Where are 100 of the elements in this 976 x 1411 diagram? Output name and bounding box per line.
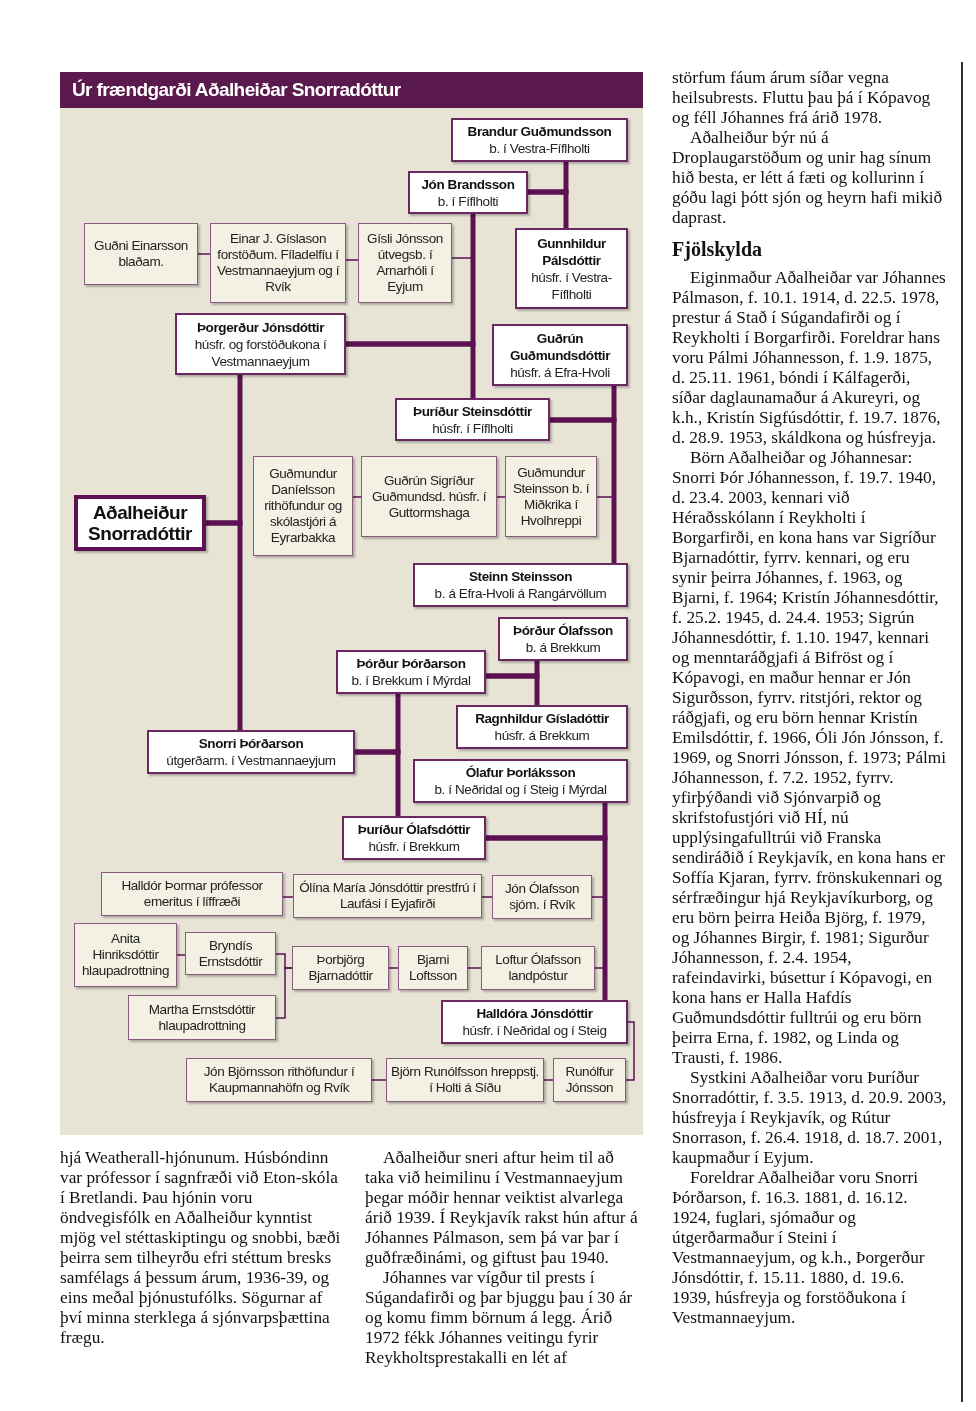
person-box	[413, 759, 628, 803]
person-description: b. í Fíflholti	[437, 192, 499, 210]
body-paragraph: Systkini Aðalheiðar voru Þuríður Snorradóttir, f. 3.5. 1913, d. 20.9. 2003, húsfreyja í Reykjavík, og Rútur Snorrason, f. 26.4. 1918, d. 18.7. 2001, kaupmaður í Eyjum.	[672, 1068, 947, 1168]
person-name: Þórður Ólafsson	[513, 622, 613, 639]
person-description: húsfr. í Neðridal og í Steig	[462, 1022, 607, 1039]
family-line	[346, 341, 476, 398]
relative-box	[361, 456, 497, 537]
family-line	[528, 189, 569, 228]
relative-description: Anita Hinriksdóttir hlaupadrottning	[80, 931, 171, 979]
connector-line	[594, 802, 606, 969]
person-name: Guðrún Guðmundsdóttir	[508, 329, 612, 364]
body-paragraph: Eiginmaður Aðalheiðar var Jóhannes Pálmason, f. 10.1. 1914, d. 22.5. 1978, prestur á Stað í Súgandafirði og í Reykholti í Borgarfirði. Foreldrar hans voru Pálmi Jóhannesson, f. 1.9. 1875, d. 25.11. 1961, bóndi í Kálfagerði, síðar daglaunamaður á Akureyri, og k.h., Kristín Sigfúsdóttir, f. 19.7. 1876, d. 28.9. 1953, skáldkona og húsfreyja.	[672, 268, 947, 448]
family-line	[486, 835, 608, 1000]
connector-line	[496, 496, 506, 498]
person-description: húsfr. í Brekkum	[368, 838, 460, 855]
person-name: Ragnhildur Gísladóttir	[475, 710, 609, 727]
body-paragraph: Aðalheiður sneri aftur heim til að taka við heimilinu í Vestmannaeyjum þegar móðir hennar veiktist alvarlega árið 1939. Í Reykjavík rakst hún aftur á Jóhannes Pálmason, sem þá var þar í guðfræðinámi, og giftust þau 1940.	[365, 1148, 639, 1268]
connector-line	[543, 1079, 554, 1081]
person-name: Gunnhildur Pálsdóttir	[536, 234, 607, 269]
relative-box	[481, 946, 595, 990]
relative-box	[293, 874, 482, 918]
connector-line	[481, 896, 493, 898]
person-description: b. í Brekkum í Mýrdal	[351, 672, 471, 689]
connector-line	[467, 967, 482, 969]
connector-line	[388, 967, 399, 969]
relative-description: Guðrún Sigríður Guðmundsd. húsfr. í Guttormshaga	[371, 472, 488, 521]
connector-line	[275, 967, 293, 1019]
relative-description: Guðmundur Daníelsson rithöfundur og skólastjóri á Eyrarbakka	[263, 466, 343, 546]
relative-description: Björn Runólfsson hreppstj. í Holti á Síðu	[390, 1064, 540, 1096]
relative-description: Ólína María Jónsdóttir prestfrú í Laufási í Eyjafirði	[298, 880, 477, 912]
person-name: Halldóra Jónsdóttir	[476, 1005, 593, 1022]
person-box	[175, 313, 346, 375]
relative-description: Guðmundur Steinsson b. í Miðkrika í Hvolhreppi	[511, 464, 591, 529]
family-line	[486, 673, 540, 705]
relative-box	[186, 1058, 372, 1102]
relative-description: Martha Ernstsdóttir hlaupadrottning	[147, 1001, 257, 1034]
relative-box	[398, 946, 468, 990]
relative-description: Gísli Jónsson útvegsb. í Arnarhóli í Eyjum	[366, 231, 444, 295]
person-description: húsfr. í Vestra-Fíflholti	[530, 268, 613, 303]
family-line	[355, 749, 401, 816]
person-box	[395, 398, 550, 441]
relative-box	[253, 456, 353, 556]
person-box	[408, 171, 528, 214]
body-paragraph: störfum fáum árum síðar vegna heilsubrests. Fluttu þau þá í Kópavog og féll Jóhannes frá árið 1978.	[672, 68, 932, 128]
person-description: b. í Neðridal og í Steig í Mýrdal	[434, 781, 607, 798]
person-box	[441, 1000, 628, 1044]
person-description: b. á Brekkum	[525, 639, 601, 656]
person-box	[413, 563, 628, 607]
relative-description: Bryndís Ernstsdóttir	[197, 937, 264, 970]
relative-box	[185, 932, 276, 975]
relative-description: Einar J. Gíslason forstöðum. Fíladelfíu í Vestmannaeyjum og í Rvík	[215, 231, 341, 295]
family-line	[206, 520, 243, 730]
person-box	[515, 228, 628, 309]
connector-line	[371, 1079, 387, 1081]
relative-description: Jón Ólafsson sjóm. í Rvík	[504, 881, 580, 913]
person-description: húsfr. á Brekkum	[494, 727, 590, 744]
person-name: Jón Brandsson	[421, 175, 515, 193]
person-box	[492, 324, 628, 386]
person-name: Steinn Steinsson	[468, 568, 573, 585]
relative-description: Guðni Einarsson blaðam.	[93, 238, 189, 270]
connector-line	[352, 496, 362, 498]
connector-line	[176, 954, 186, 956]
person-box	[498, 617, 628, 661]
relative-box	[74, 923, 177, 987]
relative-box	[128, 995, 276, 1040]
connector-line	[345, 259, 359, 261]
section-heading: Fjölskylda	[672, 238, 764, 260]
person-name: Þuríður Ólafsdóttir	[357, 821, 471, 838]
body-paragraph: Börn Aðalheiðar og Jóhannesar: Snorri Þór Jóhannesson, f. 19.7. 1940, d. 23.4. 2003, kennari við Héraðsskólann í Reykholti í Borgarfirði, en kona hans var Sigríður Bjarnadóttir, fyrrv. kennari, og eru synir þeirra Jóhannes, f. 1963, og Bjarni, f. 1964; Kristín Jóhannesdóttir, f. 25.2. 1945, d. 24.4. 1953; Sigrún Jóhannesdóttir, f. 1.10. 1947, kennari og menntaráðgjafi á Bifröst og í Kópavogi, en maður hennar er Jón Sigurðsson, fyrrv. ritstjóri, rektor og ráðgjafi, og eru börn hennar Kristín Emilsdóttir, f. 1966, Óli Jón Jónsson, f. 1969, og Snorri Jónsson, f. 1973; Pálmi Jóhannesson, f. 7.2. 1952, fyrrv. yfirþýðandi við Sjónvarpið og skrifstofustjóri við HÍ, nú upplýsingafulltrúi við Franska sendiráðið í Reykjavík, en kona hans er Soffía Kjaran, fyrrv. frönskukennari og sérfræðingur hjá Reykjavíkurborg, og eru börn þeirra Heiða Björg, f. 1979, og Jóhannes Birgir, f. 1981; Sigurður Jóhannesson, f. 2.4. 1954, rafeindavirki, búsettur í Kópavogi, en kona hans er Halla Hafdís Guðmundsdóttir fulltrúi og eru börn þeirra Erna, f. 1982, og Linda og Trausti, f. 1986.	[672, 448, 947, 1068]
person-name: Brandur Guðmundsson	[467, 123, 612, 140]
relative-box	[101, 872, 283, 916]
person-description: b. í Vestra-Fíflholti	[489, 140, 590, 157]
connector-line	[625, 1021, 635, 1081]
title-bar: Úr frændgarði Aðalheiðar Snorradóttur	[60, 72, 643, 108]
relative-description: Runólfur Jónsson	[564, 1064, 615, 1096]
person-description: húsfr. á Efra-Hvoli	[510, 363, 610, 381]
person-name: Ólafur Þorláksson	[465, 764, 576, 781]
connector-line	[197, 253, 211, 255]
person-description: húsfr. og forstöðukona í Vestmannaeyjum	[193, 335, 328, 370]
relative-description: Þorbjörg Bjarnadóttir	[307, 952, 374, 984]
person-box	[451, 118, 628, 162]
person-name: Þorgerður Jónsdóttir	[197, 318, 324, 336]
relative-box	[505, 456, 597, 537]
person-name: Snorri Þórðarson	[198, 735, 304, 752]
person-box	[336, 650, 486, 694]
relative-description: Loftur Ólafsson landpóstur	[494, 952, 582, 984]
relative-box	[358, 223, 452, 303]
relative-description: Bjarni Loftsson	[408, 952, 458, 984]
body-paragraph: Aðalheiður býr nú á Droplaugarstöðum og unir hag sínum hið besta, er létt á fæti og kollurinn í góðu lagi þótt sjón og heyrn hafi mikið daprast.	[672, 128, 944, 228]
relative-box	[553, 1058, 626, 1102]
person-box	[342, 816, 486, 860]
person-box	[456, 705, 628, 749]
person-name: Þuríður Steinsdóttir	[413, 402, 532, 420]
person-box	[74, 495, 206, 551]
relative-box	[386, 1058, 544, 1102]
person-description: b. á Efra-Hvoli á Rangárvöllum	[434, 585, 607, 602]
person-name: Aðalheiður Snorradóttir	[87, 502, 193, 544]
relative-box	[84, 223, 198, 285]
person-description: húsfr. í Fíflholti	[432, 419, 513, 437]
relative-box	[492, 875, 592, 919]
